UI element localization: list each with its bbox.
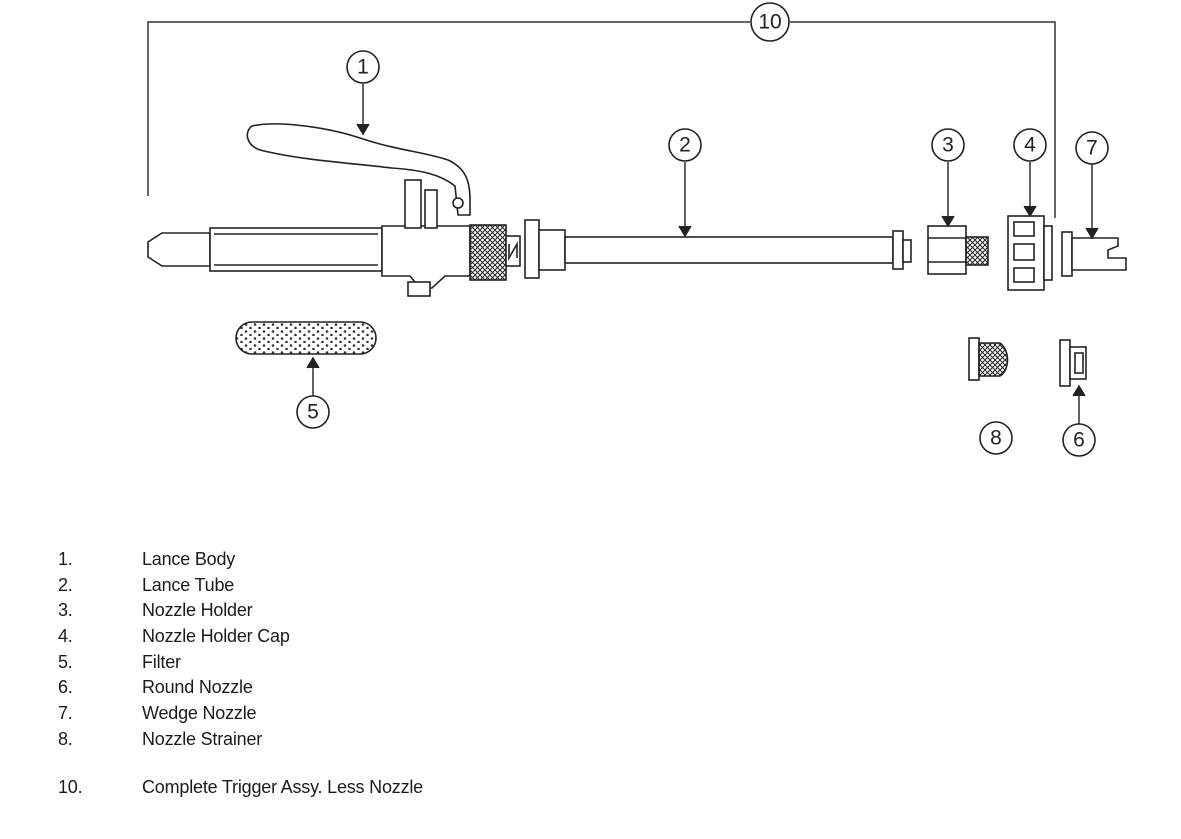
callout-10-number: 10 [758, 11, 781, 34]
legend-spacer [58, 755, 758, 777]
legend-item-number: 2. [58, 574, 73, 595]
legend-item-number: 7. [58, 703, 73, 724]
lance-body-drawing [147, 123, 521, 297]
callout-7: 7 [1075, 131, 1109, 165]
legend-item-number: 8. [58, 728, 73, 749]
legend-item-5: 5. Filter [58, 652, 758, 678]
legend-item-label: Nozzle Holder Cap [142, 626, 290, 647]
legend-item-7: 7. Wedge Nozzle [58, 703, 758, 729]
lance-exploded-diagram: 1 2 3 4 5 6 7 8 10 [147, 2, 1127, 457]
legend-item-8: 8. Nozzle Strainer [58, 729, 758, 755]
callout-2: 2 [668, 128, 702, 162]
assembly-bracket [147, 21, 1056, 218]
nozzle-holder-drawing [927, 225, 989, 275]
legend-item-number: 1. [58, 549, 73, 569]
callout-10: 10 [750, 2, 790, 42]
legend-item-4: 4. Nozzle Holder Cap [58, 626, 758, 652]
callout-4-number: 4 [1024, 134, 1036, 157]
legend-item-label: Complete Trigger Assy. Less Nozzle [142, 776, 423, 797]
legend-item-label: Wedge Nozzle [142, 703, 257, 724]
legend-item-3: 3. Nozzle Holder [58, 600, 758, 626]
leader-lines [306, 84, 1099, 424]
nozzle-holder-cap-drawing [1007, 215, 1053, 291]
callout-5-number: 5 [307, 401, 319, 424]
callout-1-number: 1 [357, 56, 369, 79]
legend-item-label: Nozzle Strainer [142, 728, 263, 749]
callout-7-number: 7 [1086, 137, 1098, 160]
callout-8-number: 8 [990, 427, 1002, 450]
filter-drawing [235, 321, 377, 355]
legend-item-label: Nozzle Holder [142, 600, 253, 621]
callout-1: 1 [346, 50, 380, 84]
callout-3-number: 3 [942, 134, 954, 157]
legend-item-label: Round Nozzle [142, 677, 253, 698]
legend-item-2: 2. Lance Tube [58, 575, 758, 601]
legend-item-10: 10. Complete Trigger Assy. Less Nozzle [58, 777, 758, 803]
legend-item-number: 4. [58, 626, 73, 647]
legend-item-number: 5. [58, 651, 73, 672]
callout-6-number: 6 [1073, 429, 1085, 452]
legend-item-6: 6. Round Nozzle [58, 677, 758, 703]
callout-8: 8 [979, 421, 1013, 455]
legend-item-number: 3. [58, 600, 73, 621]
legend-item-label: Filter [142, 651, 181, 672]
callout-6: 6 [1062, 423, 1096, 457]
callout-3: 3 [931, 128, 965, 162]
lance-tube-drawing [524, 219, 912, 279]
nozzle-strainer-drawing [968, 337, 1009, 381]
callout-5: 5 [296, 395, 330, 429]
legend-item-number: 6. [58, 677, 73, 698]
legend-item-label: Lance Tube [142, 574, 235, 595]
callout-4: 4 [1013, 128, 1047, 162]
legend-item-1: 1. Lance Body [58, 549, 758, 575]
parts-legend: 1. Lance Body 2. Lance Tube 3. Nozzle Ho… [58, 549, 758, 802]
legend-item-number: 10. [58, 776, 83, 797]
wedge-nozzle-drawing [1061, 231, 1127, 277]
callout-2-number: 2 [679, 134, 691, 157]
legend-item-label: Lance Body [142, 549, 236, 569]
round-nozzle-drawing [1059, 339, 1087, 387]
